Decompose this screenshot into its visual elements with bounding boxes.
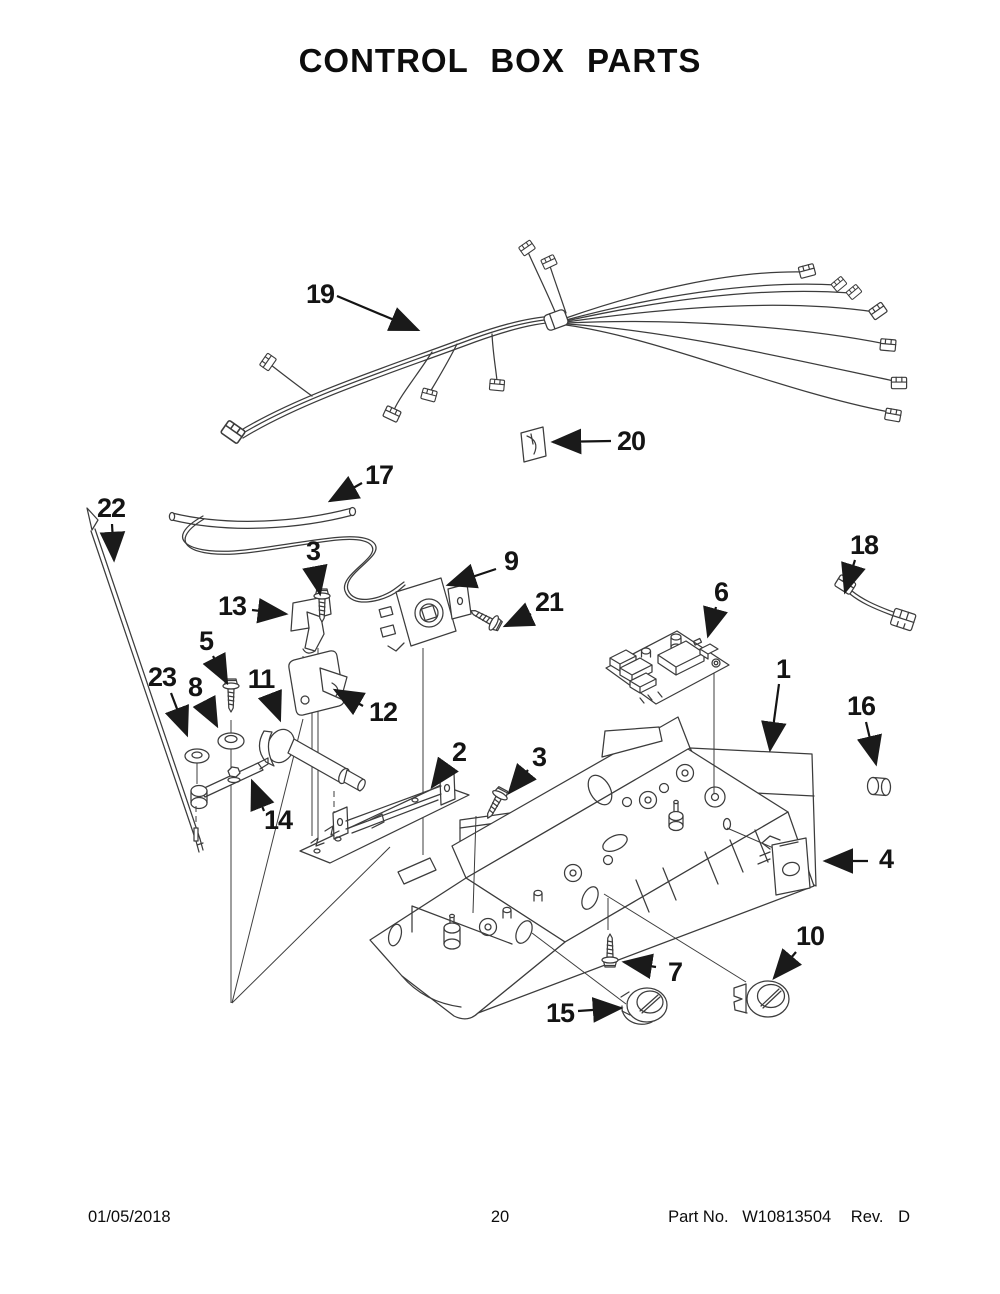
callout-arrow-1: [761, 683, 787, 753]
footer-rev-label: Rev.: [850, 1208, 884, 1226]
footer-date: 01/05/2018: [88, 1208, 171, 1226]
washer-8-drawing: [217, 732, 245, 750]
callout-number-16: 16: [847, 691, 876, 721]
callout-number-2: 2: [452, 737, 466, 767]
page-footer: 01/05/2018 20 Part No. W10813504 Rev. D: [0, 1208, 1000, 1232]
callout-number-7: 7: [668, 957, 682, 987]
control-box-1-drawing: [369, 716, 817, 1020]
leader-line-7: [603, 893, 747, 983]
callout-arrow-16: [856, 721, 882, 767]
switch-4-drawing: [757, 835, 811, 896]
screw-5-drawing: [222, 678, 240, 713]
callout-arrow-6: [703, 605, 728, 639]
callout-number-4: 4: [879, 844, 894, 874]
thermostat-9-drawing: [378, 577, 472, 652]
wire-harness-19-drawing: [219, 239, 908, 445]
callout-number-13: 13: [218, 591, 247, 621]
callout-number-3: 3: [306, 536, 321, 566]
callout-arrow-2: [430, 756, 459, 790]
callout-number-10: 10: [796, 921, 824, 951]
callout-arrow-11: [257, 689, 282, 723]
callout-number-19: 19: [306, 279, 335, 309]
leader-line-12: [231, 846, 391, 1004]
rod-22-drawing: [86, 507, 204, 853]
callout-arrow-5: [202, 652, 229, 686]
jumper-wire-18-drawing: [834, 574, 917, 632]
callout-number-5: 5: [199, 626, 214, 656]
callout-number-11: 11: [248, 664, 276, 694]
callout-arrow-3: [302, 563, 328, 597]
callout-arrow-14: [250, 778, 275, 812]
callout-number-6: 6: [714, 577, 729, 607]
callout-arrow-20: [550, 428, 612, 455]
callout-number-21: 21: [535, 587, 564, 617]
clip-20-drawing: [520, 426, 547, 463]
callout-number-20: 20: [617, 426, 645, 456]
lever-14-drawing: [190, 757, 269, 842]
callout-arrow-17: [327, 475, 363, 503]
callout-number-8: 8: [188, 672, 203, 702]
leader-line-6: [531, 932, 627, 1005]
callout-arrow-8: [192, 695, 219, 729]
leader-line-11: [231, 718, 304, 1004]
callout-arrow-3: [507, 763, 537, 795]
callout-number-3: 3: [532, 742, 547, 772]
callout-number-14: 14: [264, 805, 293, 835]
footer-part-label: Part No.: [668, 1208, 729, 1226]
screw-21-drawing: [466, 603, 505, 634]
footer-page-number: 20: [490, 1208, 510, 1226]
control-board-6-drawing: [605, 630, 730, 705]
footer-rev-value: D: [898, 1208, 910, 1226]
callout-number-1: 1: [776, 654, 791, 684]
callout-arrow-9: [445, 563, 497, 589]
washer-23-drawing: [184, 748, 210, 764]
callout-arrow-15: [577, 997, 624, 1023]
bushing-10-drawing: [733, 980, 790, 1018]
callout-number-15: 15: [546, 998, 575, 1028]
cam-11-drawing: [258, 728, 366, 792]
leader-line-15: [472, 815, 477, 914]
page-title: CONTROL BOX PARTS: [298, 42, 702, 79]
callout-number-23: 23: [148, 662, 177, 692]
callout-arrow-22: [99, 523, 126, 563]
callout-arrow-12: [332, 688, 366, 716]
callout-arrow-7: [621, 953, 657, 980]
grommet-15-drawing: [620, 987, 668, 1025]
footer-part-info: Part No. W10813504 Rev. D: [668, 1208, 910, 1227]
leader-line-5: [726, 827, 779, 851]
tube-17-drawing: [168, 506, 406, 603]
callout-arrow-18: [841, 559, 866, 595]
callout-arrow-23: [164, 692, 189, 738]
callout-arrow-13: [251, 597, 289, 624]
callout-arrow-19: [336, 294, 421, 332]
callout-number-18: 18: [850, 530, 879, 560]
callout-arrow-21: [502, 602, 537, 628]
footer-part-number: W10813504: [742, 1208, 832, 1226]
callout-number-12: 12: [369, 697, 397, 727]
bracket-12-drawing: [288, 650, 348, 716]
callout-number-22: 22: [97, 493, 125, 523]
callout-arrow-10: [772, 948, 803, 980]
bulb-16-drawing: [866, 776, 892, 797]
bracket-2-drawing: [299, 772, 470, 864]
callout-number-9: 9: [504, 546, 519, 576]
callout-number-17: 17: [365, 460, 393, 490]
